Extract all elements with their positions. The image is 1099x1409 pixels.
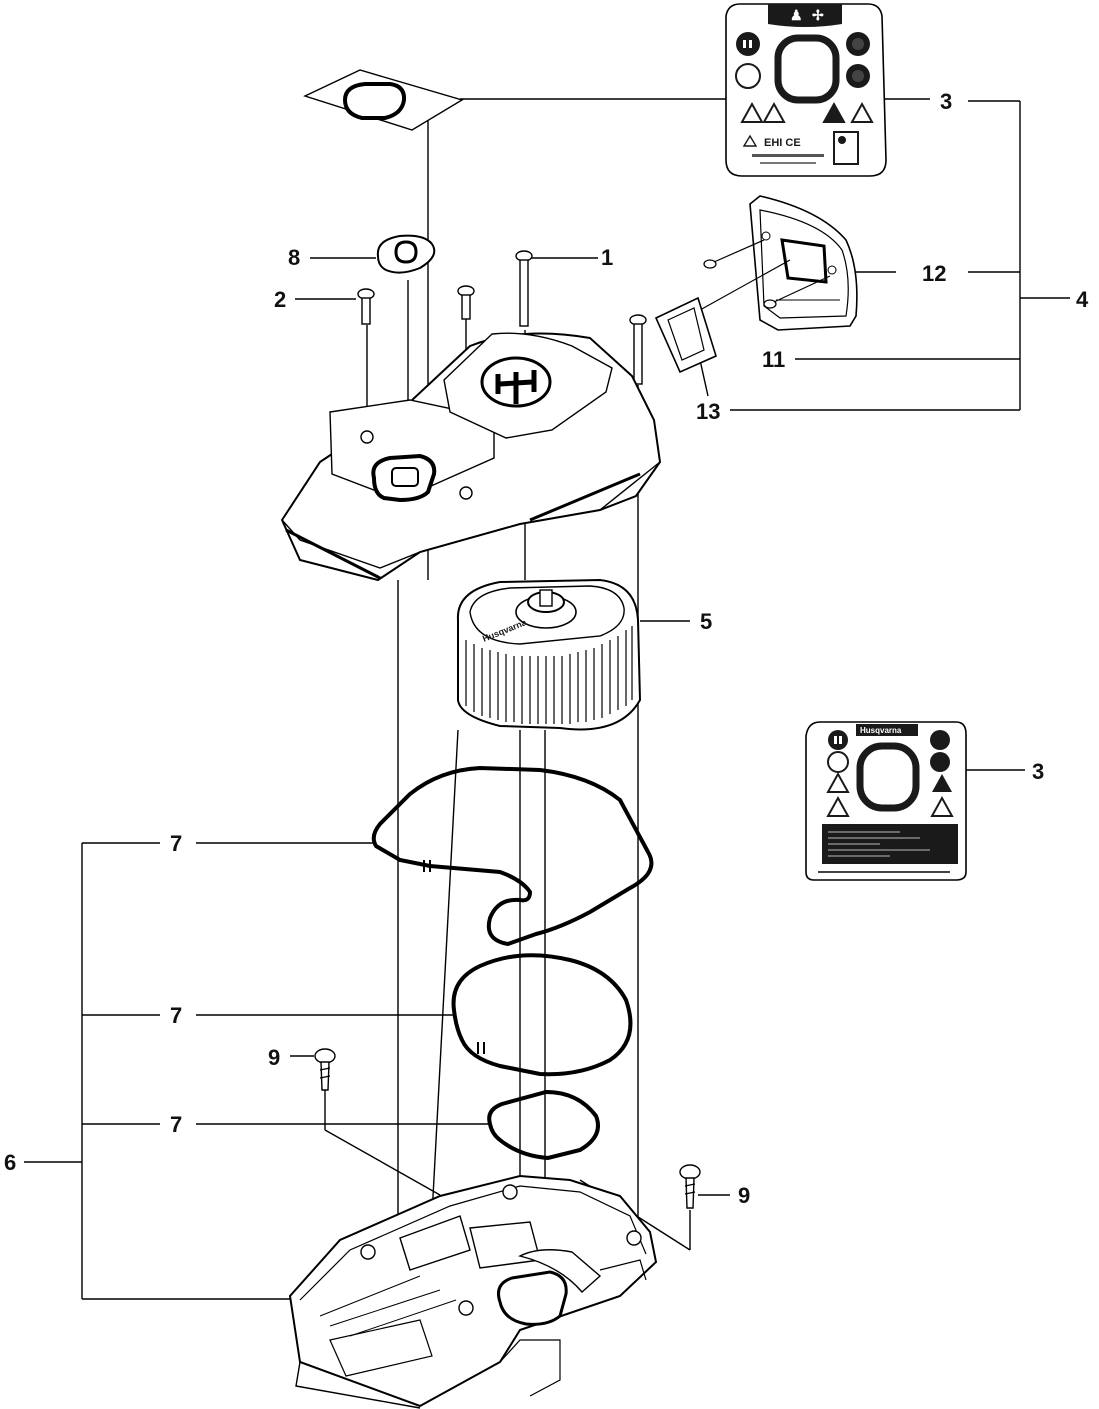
stop-icon (736, 32, 760, 56)
ce-mark: EHI CE (764, 137, 801, 149)
callout-9-left: 9 (268, 1045, 281, 1070)
part-9-screws (314, 1048, 701, 1209)
svg-text:♟: ♟ (790, 7, 803, 23)
decal-lower: Husqvarna (805, 721, 967, 881)
callout-9-right: 9 (738, 1183, 751, 1208)
decal-top-band (768, 4, 842, 27)
part-8-cap (376, 234, 436, 274)
callout-3-upper: 3 (940, 89, 953, 114)
part-7-gaskets (371, 765, 654, 1161)
callout-7-bottom: 7 (170, 1112, 183, 1137)
decal-info-box (833, 131, 859, 165)
callout-1: 1 (601, 245, 614, 270)
callout-8: 8 (288, 245, 301, 270)
power-icon (735, 63, 761, 89)
callout-7-middle: 7 (170, 1003, 183, 1028)
screws-upper (357, 250, 647, 385)
lower-base (288, 1174, 658, 1409)
warning-icons (740, 101, 874, 123)
decal-upper: ♟ ✢ EHI CE (725, 3, 887, 177)
callout-4: 4 (1076, 287, 1089, 312)
part-12-panel (654, 195, 858, 374)
svg-text:✢: ✢ (812, 7, 824, 23)
callout-7-top: 7 (170, 831, 183, 856)
brand-logo-icon (480, 356, 552, 408)
svg-text:Husqvarna: Husqvarna (860, 726, 902, 735)
callout-11: 11 (762, 347, 786, 372)
callout-6: 6 (4, 1150, 17, 1175)
callout-3-lower: 3 (1032, 759, 1045, 784)
callout-2: 2 (274, 287, 287, 312)
decal-brand-band (856, 724, 918, 736)
callout-12: 12 (922, 261, 947, 286)
cover-seal (303, 69, 464, 131)
callout-13: 13 (696, 399, 721, 424)
callout-5: 5 (700, 609, 713, 634)
part-5-air-filter: Husqvarna (456, 578, 642, 731)
upper-cover (280, 332, 662, 582)
